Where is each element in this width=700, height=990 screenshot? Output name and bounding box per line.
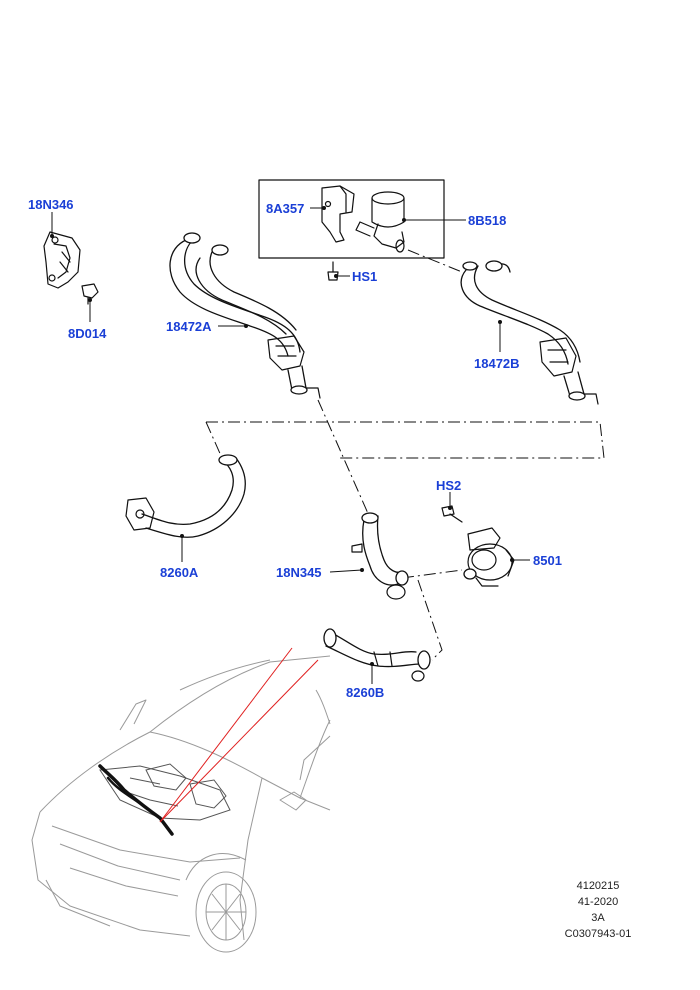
callout-18N345[interactable]: 18N345 — [276, 565, 322, 580]
footer-line-2: 41-2020 — [578, 896, 618, 908]
callout-8501[interactable]: 8501 — [533, 553, 562, 568]
leader-dot-HS1 — [334, 274, 338, 278]
clip-8D014[interactable] — [81, 283, 99, 305]
connection-line-8260B — [417, 579, 443, 661]
hose-18N345[interactable] — [351, 512, 409, 600]
callout-18472A[interactable]: 18472A — [166, 319, 212, 334]
bracket-18N346[interactable] — [43, 231, 81, 289]
callout-18N346[interactable]: 18N346 — [28, 197, 74, 212]
engine-bay — [99, 763, 231, 821]
callout-HS2[interactable]: HS2 — [436, 478, 461, 493]
connection-line-box — [407, 249, 463, 273]
callout-8A357[interactable]: 8A357 — [266, 201, 304, 216]
bolt-HS1[interactable] — [327, 261, 339, 281]
footer-line-4: C0307943-01 — [565, 928, 632, 940]
pointer-line-2 — [159, 659, 319, 823]
pointer-line-1 — [159, 647, 293, 823]
bracket-8A357[interactable] — [321, 185, 355, 243]
leader-dot-18N345 — [360, 568, 364, 572]
vehicle-outline — [31, 655, 331, 953]
leader-18N345 — [329, 569, 363, 573]
callout-8260B[interactable]: 8260B — [346, 685, 384, 700]
leader-dot-8501 — [510, 558, 514, 562]
highlighted-cooling-lines-2 — [106, 776, 146, 808]
leader-dot-8A357 — [322, 206, 326, 210]
assembly-box — [258, 179, 445, 259]
leader-dot-8B518 — [402, 218, 406, 222]
highlighted-cooling-lines — [98, 764, 174, 836]
leader-dot-8D014 — [88, 298, 92, 302]
valve-8B518[interactable] — [355, 191, 405, 253]
callout-8D014[interactable]: 8D014 — [68, 326, 107, 341]
footer-line-3: 3A — [591, 912, 605, 924]
leader-dot-18N346 — [50, 234, 54, 238]
hose-18472B[interactable] — [460, 260, 599, 405]
footer-line-1: 4120215 — [577, 880, 620, 892]
callout-8B518[interactable]: 8B518 — [468, 213, 506, 228]
hose-8260B[interactable] — [323, 628, 431, 682]
connection-line-left — [205, 421, 223, 459]
pump-8501[interactable] — [463, 527, 515, 587]
connection-line-18472A — [317, 399, 371, 519]
callout-8260A[interactable]: 8260A — [160, 565, 199, 580]
connection-line-upper — [206, 421, 605, 459]
leader-dot-18472A — [244, 324, 248, 328]
connection-line-pump — [401, 569, 463, 579]
callout-HS1[interactable]: HS1 — [352, 269, 377, 284]
callout-18472B[interactable]: 18472B — [474, 356, 520, 371]
bolt-HS2[interactable] — [441, 505, 463, 523]
leader-dot-HS2 — [448, 506, 452, 510]
hose-18472A[interactable] — [169, 232, 321, 399]
leader-dot-8260B — [370, 662, 374, 666]
leader-dot-8260A — [180, 534, 184, 538]
leader-dot-18472B — [498, 320, 502, 324]
hose-8260A[interactable] — [125, 454, 246, 538]
